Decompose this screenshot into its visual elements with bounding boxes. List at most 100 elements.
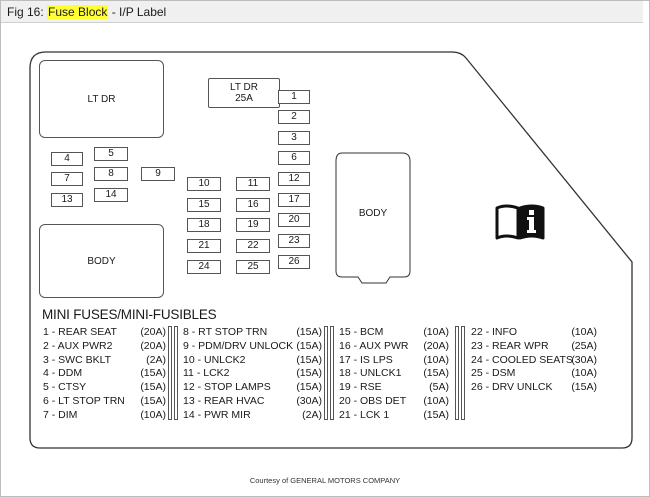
legend-title: MINI FUSES/MINI-FUSIBLES [42, 307, 217, 322]
fuse-16: 16 [236, 198, 270, 212]
breaker-rating: 25A [235, 93, 253, 104]
courtesy-credit: Courtesy of GENERAL MOTORS COMPANY [249, 476, 401, 485]
legend-column-2: 8 - RT STOP TRN(15A)9 - PDM/DRV UNLOCK(1… [183, 326, 322, 423]
legend-row: 23 - REAR WPR (25A) [471, 340, 597, 354]
legend-row: 22 - INFO (10A) [471, 326, 597, 340]
legend-row: 6 - LT STOP TRN(15A) [43, 395, 166, 409]
caption-prefix: Fig 16: [7, 5, 48, 19]
fuse-18: 18 [187, 218, 221, 232]
fuse-name: 25 - DSM [471, 367, 516, 380]
fuse-name: 15 - BCM [339, 326, 384, 338]
fuse-name: 18 - UNLCK1 [339, 367, 402, 380]
legend-row: 10 - UNLCK2 (15A) [183, 354, 322, 368]
legend-row: 8 - RT STOP TRN(15A) [183, 326, 322, 340]
fuse-21: 21 [187, 239, 221, 253]
legend-row: 18 - UNLCK1(15A) [339, 367, 449, 381]
breaker-label: LT DR [230, 82, 258, 93]
fuse-25: 25 [236, 260, 270, 274]
fuse-name: 10 - UNLCK2 [183, 353, 246, 366]
fuse-19: 19 [236, 218, 270, 232]
body-connector-right-label: BODY [358, 208, 388, 219]
fuse-name: 5 - CTSY [43, 381, 87, 394]
fuse-rating: (10A) [140, 408, 166, 421]
fuse-name: 16 - AUX PWR [339, 339, 409, 352]
fuse-rating: (30A) [296, 394, 322, 407]
fuse-8: 8 [94, 167, 128, 181]
fuse-name: 11 - LCK2 [183, 367, 230, 380]
fuse-3: 3 [278, 131, 310, 145]
legend-column-4: 22 - INFO(10A)23 - REAR WPR(25A)24 - COO… [471, 326, 597, 395]
fuse-name: 6 - LT STOP TRN [43, 394, 125, 407]
legend-row: 3 - SWC BKLT (2A) [43, 354, 166, 368]
fuse-rating: (15A) [423, 408, 449, 421]
fuse-rating: (2A) [302, 408, 322, 421]
fuse-rating: (20A) [140, 339, 166, 352]
fuse-rating: (10A) [423, 353, 449, 366]
legend-row: 16 - AUX PWR(20A) [339, 340, 449, 354]
fuse-23: 23 [278, 234, 310, 248]
fuse-20: 20 [278, 213, 310, 227]
fuse-rating: (25A) [571, 339, 597, 352]
fuse-rating: (20A) [140, 326, 166, 338]
fuse-2: 2 [278, 110, 310, 124]
fuse-13: 13 [51, 193, 83, 207]
fuse-rating: (15A) [296, 381, 322, 394]
fuse-rating: (10A) [571, 367, 597, 380]
fuse-name: 20 - OBS DET [339, 394, 407, 407]
legend-row: 21 - LCK 1(15A) [339, 409, 449, 423]
fuse-name: 7 - DIM [43, 408, 78, 421]
fuse-14: 14 [94, 188, 128, 202]
fuse-26: 26 [278, 255, 310, 269]
fuse-name: 3 - SWC BKLT [43, 353, 112, 366]
caption-suffix: - I/P Label [108, 5, 167, 19]
legend-row: 12 - STOP LAMPS (15A) [183, 381, 322, 395]
legend-row: 26 - DRV UNLCK(15A) [471, 381, 597, 395]
book-info-icon [495, 204, 545, 240]
legend-column-1: 1 - REAR SEAT(20A)2 - AUX PWR2 (20A) 3 - S… [43, 326, 166, 423]
body-connector-left: BODY [39, 224, 164, 298]
fuse-rating: (15A) [296, 353, 322, 366]
fuse-name: 23 - REAR WPR [471, 339, 549, 352]
legend-row: 17 - IS LPS (10A) [339, 354, 449, 368]
fuse-12: 12 [278, 172, 310, 186]
fuse-rating: (10A) [571, 326, 597, 338]
legend-row: 7 - DIM (10A) [43, 409, 166, 423]
fuse-name: 9 - PDM/DRV UNLOCK [183, 339, 294, 352]
fuse-rating: (15A) [140, 381, 166, 394]
legend-separator [330, 326, 334, 420]
fuse-5: 5 [94, 147, 128, 161]
legend-row: 1 - REAR SEAT(20A) [43, 326, 166, 340]
fuse-rating: (15A) [296, 339, 322, 352]
fuse-name: 17 - IS LPS [339, 353, 393, 366]
legend-row: 9 - PDM/DRV UNLOCK(15A) [183, 340, 322, 354]
legend-row: 2 - AUX PWR2 (20A) [43, 340, 166, 354]
legend-row: 15 - BCM(10A) [339, 326, 449, 340]
fuse-name: 22 - INFO [471, 326, 518, 338]
legend-row: 13 - REAR HVAC (30A) [183, 395, 322, 409]
fuse-name: 2 - AUX PWR2 [43, 339, 113, 352]
legend-separator [461, 326, 465, 420]
fuse-15: 15 [187, 198, 221, 212]
legend-row: 24 - COOLED SEATS(30A) [471, 354, 597, 368]
figure-caption: Fig 16: Fuse Block - I/P Label [1, 1, 643, 23]
fuse-rating: (30A) [571, 353, 597, 366]
fuse-24: 24 [187, 260, 221, 274]
fuse-name: 12 - STOP LAMPS [183, 381, 271, 394]
fuse-rating: (2A) [146, 353, 166, 366]
fuse-7: 7 [51, 172, 83, 186]
legend-row: 4 - DDM(15A) [43, 367, 166, 381]
fuse-11: 11 [236, 177, 270, 191]
fuse-name: 19 - RSE [339, 381, 382, 394]
fuse-rating: (10A) [423, 394, 449, 407]
fuse-name: 13 - REAR HVAC [183, 394, 265, 407]
fuse-rating: (15A) [140, 367, 166, 380]
fuse-22: 22 [236, 239, 270, 253]
fuse-rating: (15A) [296, 326, 322, 338]
fuse-name: 24 - COOLED SEATS [471, 353, 573, 366]
lt-dr-connector: LT DR [39, 60, 164, 138]
legend-row: 5 - CTSY (15A) [43, 381, 166, 395]
legend-row: 14 - PWR MIR(2A) [183, 409, 322, 423]
fuse-17: 17 [278, 193, 310, 207]
legend-row: 19 - RSE(5A) [339, 381, 449, 395]
